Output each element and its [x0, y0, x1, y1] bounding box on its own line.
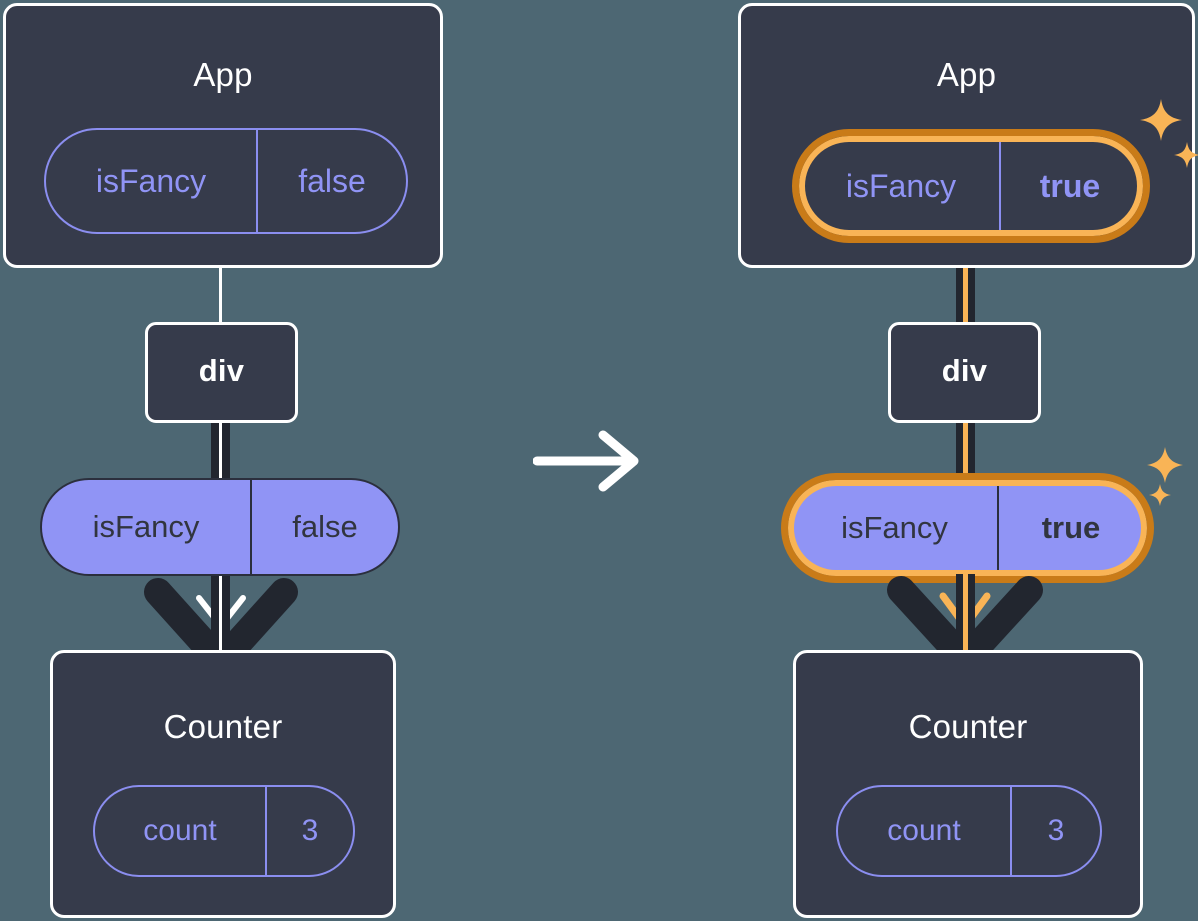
sparkle-icon — [1140, 99, 1182, 141]
transition-arrow-icon — [533, 430, 639, 492]
counter-card-title: Counter — [163, 708, 283, 745]
counter-state-value: 3 — [1010, 787, 1100, 875]
after-state-diagram: App isFancy true div isFancy true — [735, 0, 1198, 921]
connector-div-to-prop-core — [963, 420, 968, 486]
prop-value: false — [250, 480, 398, 574]
app-state-name: isFancy — [95, 162, 207, 199]
connector-app-to-div-core — [963, 226, 968, 326]
counter-state-name: count — [143, 814, 217, 847]
counter-card-title: Counter — [908, 708, 1028, 745]
app-card-title: App — [936, 56, 997, 93]
app-state-value: true — [999, 140, 1139, 232]
div-card: div — [888, 322, 1041, 423]
sparkle-icon — [1149, 484, 1171, 506]
counter-state-pill[interactable]: count 3 — [836, 785, 1102, 877]
app-card: App isFancy false — [3, 3, 443, 268]
connector-div-to-prop-core — [219, 420, 222, 486]
counter-state-pill[interactable]: count 3 — [93, 785, 355, 877]
div-card-label: div — [198, 353, 245, 388]
div-card: div — [145, 322, 298, 423]
app-state-pill[interactable]: isFancy false — [44, 128, 408, 234]
div-card-label: div — [941, 353, 988, 388]
app-state-value: false — [256, 130, 406, 232]
prop-pill[interactable]: isFancy false — [40, 478, 400, 576]
prop-pill[interactable]: isFancy true — [790, 482, 1145, 574]
arrow-stem-core — [963, 574, 968, 650]
counter-state-value: 3 — [265, 787, 353, 875]
app-card-title: App — [193, 56, 253, 93]
sparkle-icon — [1174, 142, 1198, 168]
prop-name: isFancy — [841, 510, 948, 545]
app-state-name: isFancy — [845, 167, 957, 204]
before-state-diagram: App isFancy false div isFancy false Coun… — [0, 0, 450, 921]
counter-state-name: count — [887, 814, 961, 847]
prop-name: isFancy — [92, 509, 200, 544]
counter-card: Counter count 3 — [50, 650, 396, 918]
connector-app-to-div — [219, 268, 222, 324]
app-card: App isFancy true — [738, 3, 1195, 268]
arrow-stem-core — [219, 576, 222, 650]
sparkle-icon — [1147, 447, 1183, 483]
prop-value: true — [997, 484, 1143, 572]
app-state-pill[interactable]: isFancy true — [801, 138, 1141, 234]
counter-card: Counter count 3 — [793, 650, 1143, 918]
